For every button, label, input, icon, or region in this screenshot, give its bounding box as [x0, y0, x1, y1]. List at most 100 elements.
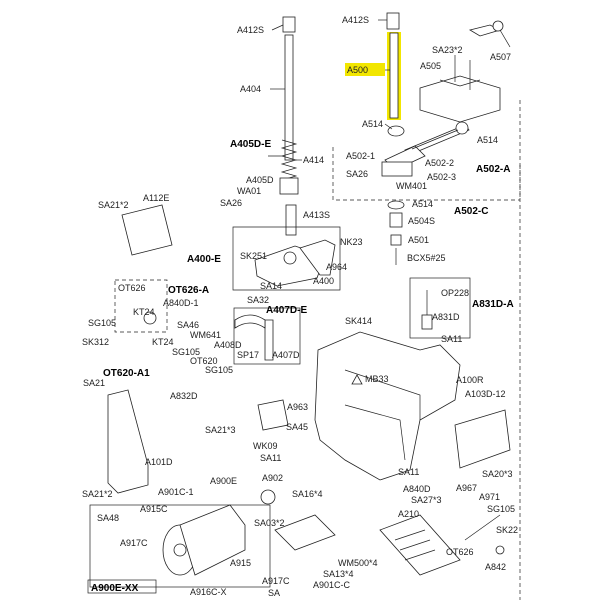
label-sa21-3: SA21*3	[205, 425, 236, 435]
label-a915: A915	[230, 558, 251, 568]
label-wm641: WM641	[190, 330, 221, 340]
label-a502-a: A502-A	[476, 164, 510, 175]
label-op228: OP228	[441, 288, 469, 298]
a112e-plate[interactable]	[121, 204, 173, 256]
label-sk22: SK22	[496, 525, 518, 535]
wm401-block[interactable]	[381, 161, 413, 177]
label-sa11-mid: SA11	[260, 453, 281, 463]
label-a405d-e: A405D-E	[230, 139, 271, 150]
label-a400: A400	[313, 276, 334, 286]
label-sk414: SK414	[345, 316, 372, 326]
a831d-part[interactable]	[421, 314, 433, 330]
label-sg105-mid: SG105	[172, 347, 200, 357]
a963-bracket[interactable]	[257, 399, 289, 431]
label-a842: A842	[485, 562, 506, 572]
label-ot626-low: OT626	[446, 547, 474, 557]
label-ot620: OT620	[190, 356, 218, 366]
label-sp17: SP17	[237, 350, 259, 360]
label-sa14: SA14	[260, 281, 282, 291]
label-sk251: SK251	[240, 251, 267, 261]
a407d-link[interactable]	[264, 319, 274, 361]
label-wm401: WM401	[396, 181, 427, 191]
label-a210: A210	[398, 509, 419, 519]
a500-shaft[interactable]	[389, 32, 399, 119]
label-sa-bottom: SA	[268, 588, 280, 598]
label-a514-mid: A514	[412, 199, 433, 209]
label-sg105-right: SG105	[487, 504, 515, 514]
main-casting-body[interactable]	[314, 331, 461, 481]
label-sa13-4: SA13*4	[323, 569, 354, 579]
label-sk312: SK312	[82, 337, 109, 347]
ot626-rod[interactable]	[464, 514, 501, 541]
label-a916c-x: A916C-X	[190, 587, 227, 597]
label-a902: A902	[262, 473, 283, 483]
label-a514-top: A514	[362, 119, 383, 129]
label-a412s-right: A412S	[342, 15, 369, 25]
a413s-part[interactable]	[285, 204, 297, 236]
label-sa46: SA46	[177, 320, 199, 330]
label-sa23-2: SA23*2	[432, 45, 463, 55]
label-a917c-low: A917C	[262, 576, 290, 586]
label-nk23: NK23	[340, 237, 363, 247]
label-a502-2: A502-2	[425, 158, 454, 168]
label-sa11-low: SA11	[398, 467, 419, 477]
label-sa11-right: SA11	[441, 334, 462, 344]
label-a407d: A407D	[272, 350, 300, 360]
label-a502-3: A502-3	[427, 172, 456, 182]
label-a414: A414	[303, 155, 324, 165]
a412s-right-part[interactable]	[386, 12, 400, 30]
a103d-cover[interactable]	[454, 409, 511, 469]
wm641-link[interactable]	[234, 314, 266, 329]
a902-gear[interactable]	[260, 489, 276, 505]
label-a500: A500	[347, 65, 368, 75]
label-a900e: A900E	[210, 476, 237, 486]
label-sa26-mid: SA26	[346, 169, 368, 179]
label-a103d-12: A103D-12	[465, 389, 506, 399]
a964-lever[interactable]	[299, 239, 336, 276]
label-a917c: A917C	[120, 538, 148, 548]
a900e-motor-body[interactable]	[179, 504, 246, 576]
a505-block[interactable]	[419, 75, 501, 123]
a504s-part[interactable]	[389, 212, 403, 228]
label-sa32: SA32	[247, 295, 269, 305]
label-sa48: SA48	[97, 513, 119, 523]
label-a840d: A840D	[403, 484, 431, 494]
label-a412s-left: A412S	[237, 25, 264, 35]
label-a413s: A413S	[303, 210, 330, 220]
a501-part[interactable]	[390, 234, 402, 246]
label-sa45: SA45	[286, 422, 308, 432]
a407d-group-box	[233, 307, 301, 365]
label-a407d-e: A407D-E	[266, 305, 307, 316]
a831d-group-box	[409, 277, 471, 339]
label-sg105-top: SG105	[88, 318, 116, 328]
a514-mid-washer[interactable]	[387, 200, 405, 210]
label-sa20-3: SA20*3	[482, 469, 513, 479]
label-a832d: A832D	[170, 391, 198, 401]
label-kt24-mid: KT24	[152, 337, 174, 347]
label-kt24-top: KT24	[133, 307, 155, 317]
ot626-group-box	[114, 279, 168, 333]
label-wm500-4: WM500*4	[338, 558, 378, 568]
a514-washer[interactable]	[387, 125, 405, 137]
a405d-block[interactable]	[279, 177, 299, 195]
a902-plate[interactable]	[274, 514, 336, 551]
kt24-top-part[interactable]	[143, 311, 157, 325]
label-sa27-3: SA27*3	[411, 495, 442, 505]
label-a404: A404	[240, 84, 261, 94]
a101d-plate[interactable]	[107, 389, 149, 494]
a400-group-box	[232, 226, 341, 291]
label-sg105-low: SG105	[205, 365, 233, 375]
a210-base[interactable]	[379, 514, 461, 576]
label-a502-1: A502-1	[346, 151, 375, 161]
a500-highlight-label	[345, 63, 385, 76]
label-sa21-left: SA21	[83, 378, 105, 388]
label-ot626-a: OT626-A	[168, 285, 209, 296]
label-a967: A967	[456, 483, 477, 493]
a404-shaft[interactable]	[284, 34, 294, 161]
label-a400-e: A400-E	[187, 254, 221, 265]
label-wk09: WK09	[253, 441, 278, 451]
a412s-left-part[interactable]	[282, 16, 296, 33]
label-mb33: MB33	[365, 374, 389, 384]
label-a505: A505	[420, 61, 441, 71]
